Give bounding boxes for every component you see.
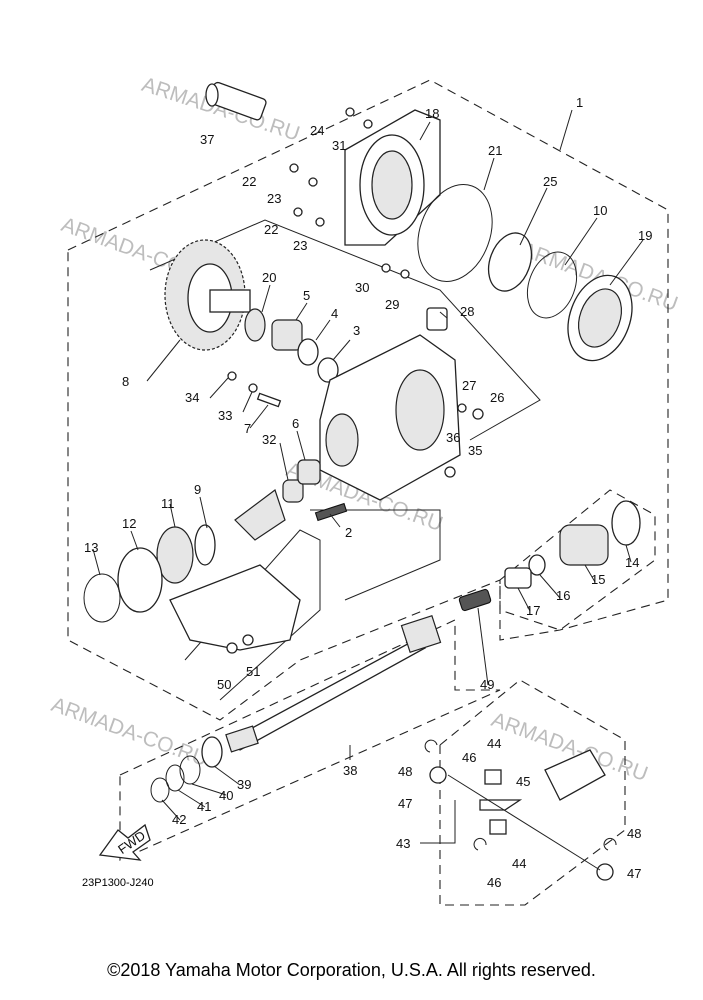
watermark: ARMADA-CO.RU xyxy=(48,693,210,771)
callout-47b: 47 xyxy=(627,866,641,881)
callout-22: 22 xyxy=(242,174,256,189)
callout-23: 23 xyxy=(267,191,281,206)
callout-26: 26 xyxy=(490,390,504,405)
callout-41: 41 xyxy=(197,799,211,814)
callout-11: 11 xyxy=(161,496,175,511)
part-pin xyxy=(205,81,267,121)
callout-33: 33 xyxy=(218,408,232,423)
callout-38: 38 xyxy=(343,763,357,778)
callout-32: 32 xyxy=(262,432,276,447)
callout-50: 50 xyxy=(217,677,231,692)
callout-15: 15 xyxy=(591,572,605,587)
part-ring-gear xyxy=(164,239,251,351)
callout-35: 35 xyxy=(468,443,482,458)
callout-51: 51 xyxy=(246,664,260,679)
callout-43: 43 xyxy=(396,836,410,851)
small-fasteners xyxy=(227,107,484,478)
callout-13: 13 xyxy=(84,540,98,555)
callout-46b: 46 xyxy=(487,875,501,890)
callout-19: 19 xyxy=(638,228,652,243)
callout-8: 8 xyxy=(122,374,129,389)
callout-9: 9 xyxy=(194,482,201,497)
callout-1: 1 xyxy=(576,95,583,110)
callout-28: 28 xyxy=(460,304,474,319)
assembly-boundary-14 xyxy=(499,489,656,631)
callout-17: 17 xyxy=(526,603,540,618)
callout-21: 21 xyxy=(488,143,502,158)
callout-5: 5 xyxy=(303,288,310,303)
callout-10: 10 xyxy=(593,203,607,218)
callout-48b: 48 xyxy=(627,826,641,841)
callout-20: 20 xyxy=(262,270,276,285)
callout-44: 44 xyxy=(487,736,501,751)
callout-45: 45 xyxy=(516,774,530,789)
part-pinion-gear xyxy=(83,489,286,623)
callout-37: 37 xyxy=(200,132,214,147)
callout-23b: 23 xyxy=(293,238,307,253)
leader-lines xyxy=(92,109,644,871)
fwd-arrow: FWD xyxy=(98,823,151,861)
diagram-code: 23P1300-J240 xyxy=(82,877,154,889)
callout-46: 46 xyxy=(462,750,476,765)
part-bearing-housing xyxy=(344,109,441,246)
callout-12: 12 xyxy=(122,516,136,531)
callout-49: 49 xyxy=(480,677,494,692)
callout-47: 47 xyxy=(398,796,412,811)
assembly-boundary-38 xyxy=(119,619,501,861)
callout-27: 27 xyxy=(462,378,476,393)
callout-14: 14 xyxy=(625,555,639,570)
callout-labels: 1 2 3 4 5 6 7 8 9 10 11 12 13 14 15 16 1… xyxy=(84,95,652,890)
callout-29: 29 xyxy=(385,297,399,312)
assembly-boundary-1 xyxy=(67,79,669,721)
callout-44b: 44 xyxy=(512,856,526,871)
callout-40: 40 xyxy=(219,788,233,803)
callout-30: 30 xyxy=(355,280,369,295)
callout-16: 16 xyxy=(556,588,570,603)
callout-34: 34 xyxy=(185,390,199,405)
copyright-notice: ©2018 Yamaha Motor Corporation, U.S.A. A… xyxy=(107,960,596,980)
callout-7: 7 xyxy=(244,421,251,436)
part-drive-shaft xyxy=(225,614,442,753)
part-universal-joint xyxy=(424,739,617,881)
callout-22b: 22 xyxy=(264,222,278,237)
callout-39: 39 xyxy=(237,777,251,792)
callout-25: 25 xyxy=(543,174,557,189)
callout-3: 3 xyxy=(353,323,360,338)
callout-6: 6 xyxy=(292,416,299,431)
callout-31: 31 xyxy=(332,138,346,153)
callout-24: 24 xyxy=(310,123,324,138)
callout-36: 36 xyxy=(446,430,460,445)
callout-2: 2 xyxy=(345,525,352,540)
callout-18: 18 xyxy=(425,106,439,121)
callout-42: 42 xyxy=(172,812,186,827)
callout-48: 48 xyxy=(398,764,412,779)
callout-4: 4 xyxy=(331,306,338,321)
part-bearing-19 xyxy=(567,274,633,362)
part-gear-case xyxy=(319,334,461,501)
